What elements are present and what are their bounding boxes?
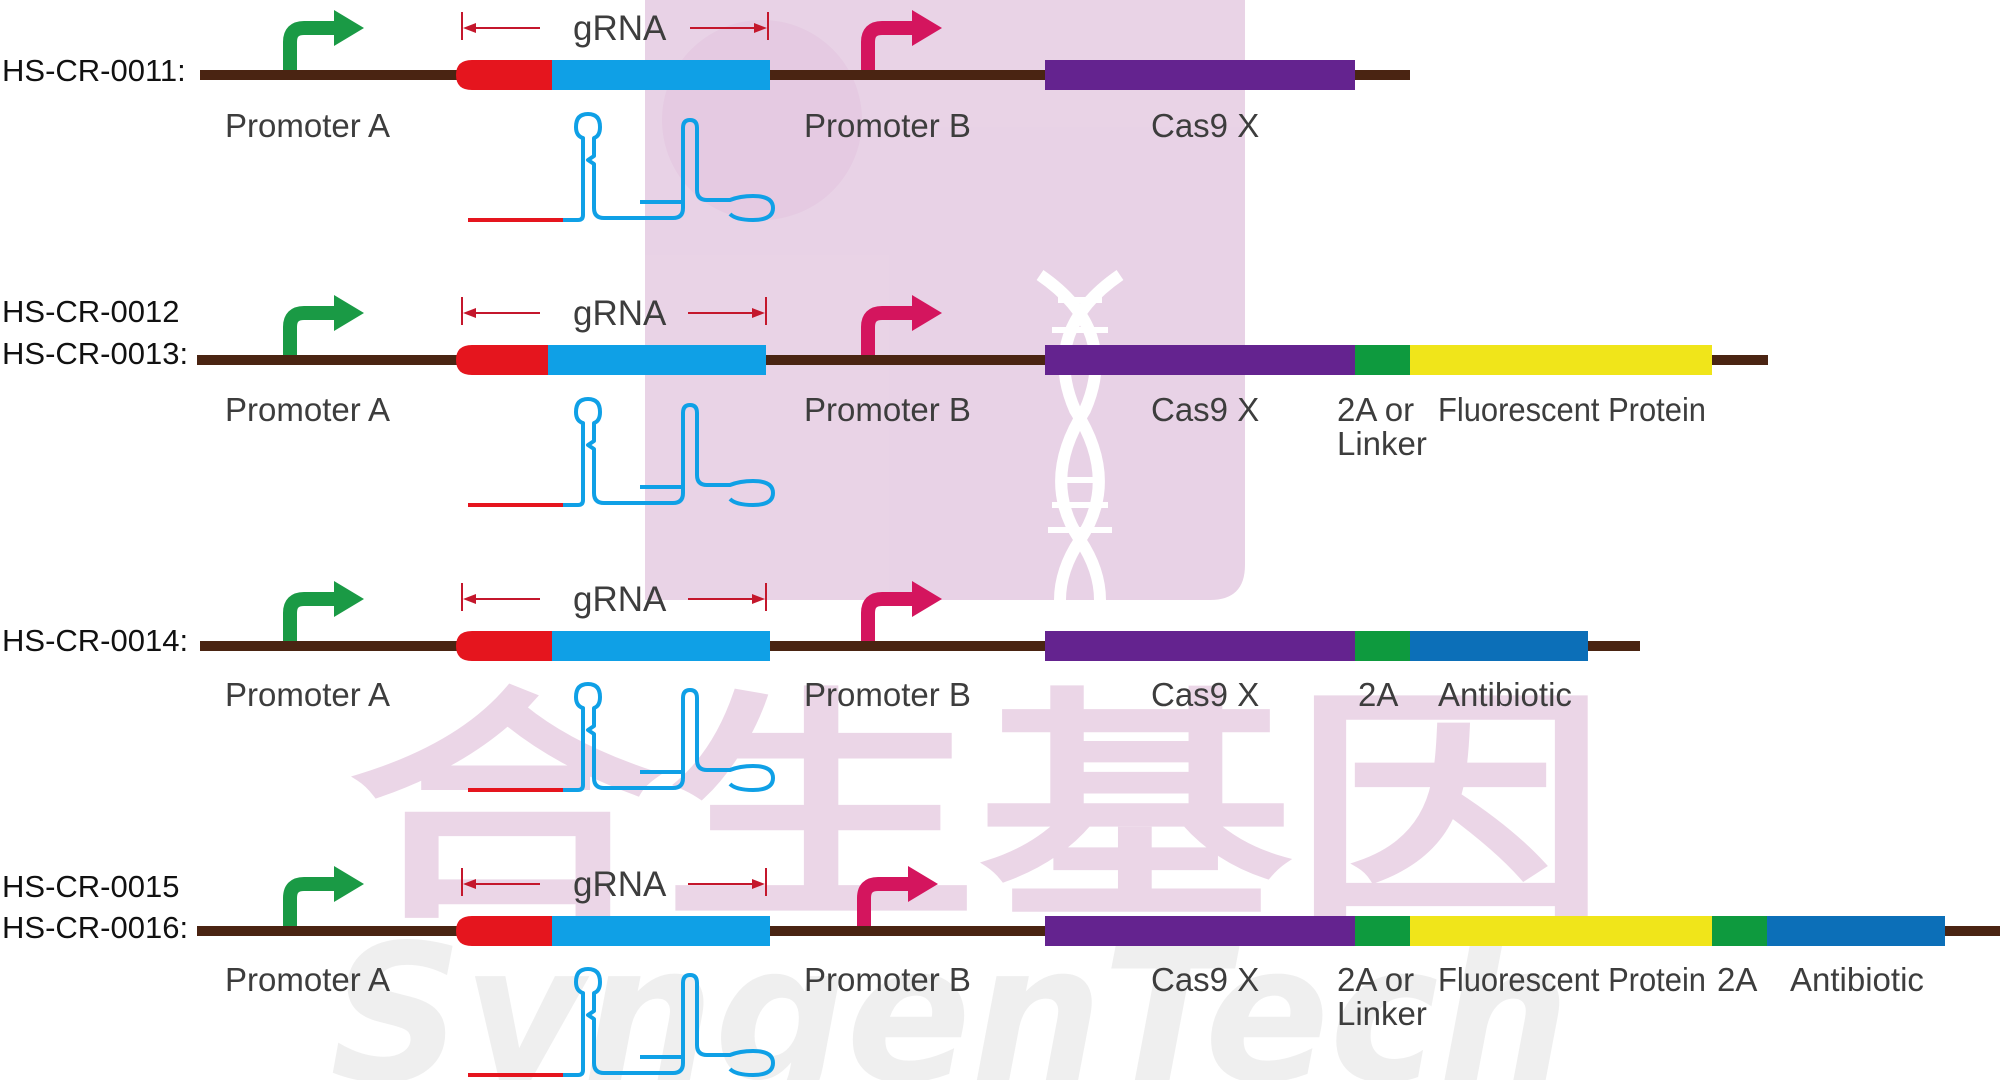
fluorescent-protein-segment — [1410, 916, 1712, 946]
grna-spacer-segment — [456, 916, 552, 946]
2a-label: 2A — [1717, 961, 1757, 998]
grna-dimension: gRNA — [461, 580, 767, 619]
cas9-label: Cas9 X — [1151, 676, 1259, 713]
grna-dimension: gRNA — [461, 294, 767, 333]
promoter-a-arrow-icon — [290, 10, 364, 70]
promoter-b-label: Promoter B — [804, 107, 971, 144]
grna-label: gRNA — [573, 580, 667, 619]
cas9-segment — [1045, 916, 1355, 946]
linker-2a-segment — [1355, 345, 1410, 375]
grna-scaffold-segment — [552, 631, 770, 661]
antibiotic-label: Antibiotic — [1438, 676, 1572, 713]
promoter-a-label: Promoter A — [225, 391, 390, 428]
2a-label: 2A — [1358, 676, 1398, 713]
grna-label: gRNA — [573, 9, 667, 48]
construct-id-line2: HS-CR-0016: — [2, 910, 188, 945]
2a-segment — [1712, 916, 1767, 946]
linker-label-line2: Linker — [1337, 995, 1427, 1032]
construct-id: HS-CR-0014: — [2, 623, 188, 658]
linker-label-line2: Linker — [1337, 425, 1427, 462]
2a-segment — [1355, 631, 1410, 661]
construct-id-line1: HS-CR-0015 — [2, 869, 179, 904]
construct-hs-cr-0011: HS-CR-0011: gRNA Promoter A Promoter B C… — [2, 9, 1410, 222]
promoter-a-label: Promoter A — [225, 676, 390, 713]
linker-label-line1: 2A or — [1337, 391, 1414, 428]
grna-spacer-segment — [456, 345, 548, 375]
grna-scaffold-segment — [552, 916, 770, 946]
grna-scaffold-segment — [548, 345, 766, 375]
watermark-chinese: 合生基因 — [348, 668, 1608, 953]
promoter-a-label: Promoter A — [225, 961, 390, 998]
construct-hs-cr-0015-0016: HS-CR-0015 HS-CR-0016: gRNA Promoter A P… — [2, 865, 2000, 1077]
construct-id-line1: HS-CR-0012 — [2, 294, 179, 329]
promoter-b-label: Promoter B — [804, 961, 971, 998]
cas9-label: Cas9 X — [1151, 961, 1259, 998]
linker-label-line1: 2A or — [1337, 961, 1414, 998]
promoter-b-label: Promoter B — [804, 391, 971, 428]
fluorescent-protein-segment — [1410, 345, 1712, 375]
antibiotic-label: Antibiotic — [1790, 961, 1924, 998]
construct-id-line2: HS-CR-0013: — [2, 336, 188, 371]
grna-spacer-segment — [456, 631, 552, 661]
cas9-segment — [1045, 345, 1355, 375]
promoter-a-arrow-icon — [290, 581, 364, 641]
cas9-label: Cas9 X — [1151, 391, 1259, 428]
promoter-a-arrow-icon — [290, 295, 364, 355]
cas9-segment — [1045, 631, 1355, 661]
construct-id: HS-CR-0011: — [2, 53, 186, 88]
grna-scaffold-segment — [552, 60, 770, 90]
promoter-b-label: Promoter B — [804, 676, 971, 713]
grna-label: gRNA — [573, 865, 667, 904]
construct-hs-cr-0014: HS-CR-0014: gRNA Promoter A Promoter B C… — [2, 580, 1640, 792]
cas9-segment — [1045, 60, 1355, 90]
grna-label: gRNA — [573, 294, 667, 333]
construct-hs-cr-0012-0013: HS-CR-0012 HS-CR-0013: gRNA Promoter A P… — [2, 294, 1768, 507]
grna-spacer-segment — [456, 60, 552, 90]
linker-2a-segment — [1355, 916, 1410, 946]
promoter-a-label: Promoter A — [225, 107, 390, 144]
cas9-label: Cas9 X — [1151, 107, 1259, 144]
fluorescent-protein-label: Fluorescent Protein — [1438, 391, 1706, 428]
grna-dimension: gRNA — [461, 865, 767, 904]
fluorescent-protein-label: Fluorescent Protein — [1438, 961, 1706, 998]
grna-dimension: gRNA — [461, 9, 769, 48]
antibiotic-segment — [1410, 631, 1588, 661]
antibiotic-segment — [1767, 916, 1945, 946]
